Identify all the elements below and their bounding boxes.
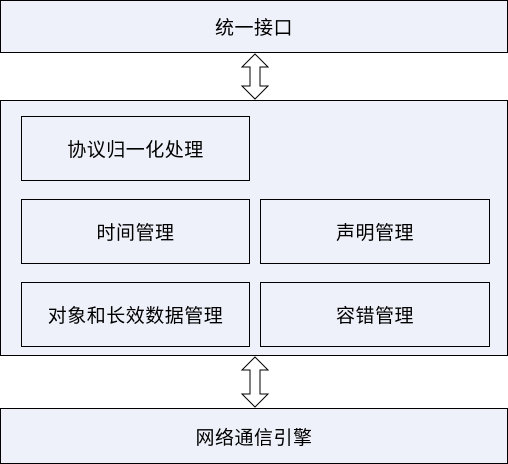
module-declaration-management: 声明管理 [260,199,490,264]
module-label: 时间管理 [96,222,175,244]
double-arrow-icon-upper [240,53,270,100]
module-label: 容错管理 [335,305,414,327]
top-box-label: 统一接口 [214,17,293,39]
module-label: 对象和长效数据管理 [47,305,224,327]
module-fault-tolerance-management: 容错管理 [260,282,490,347]
bottom-box-label: 网络通信引擎 [195,426,313,449]
module-time-management: 时间管理 [21,199,250,264]
double-arrow-icon-lower [240,356,270,408]
top-box-unified-interface: 统一接口 [0,0,508,53]
module-label: 声明管理 [335,222,414,244]
module-label: 协议归一化处理 [67,139,204,161]
module-protocol-normalization: 协议归一化处理 [21,116,250,181]
module-object-data-management: 对象和长效数据管理 [21,282,250,347]
bottom-box-network-engine: 网络通信引擎 [0,408,508,464]
